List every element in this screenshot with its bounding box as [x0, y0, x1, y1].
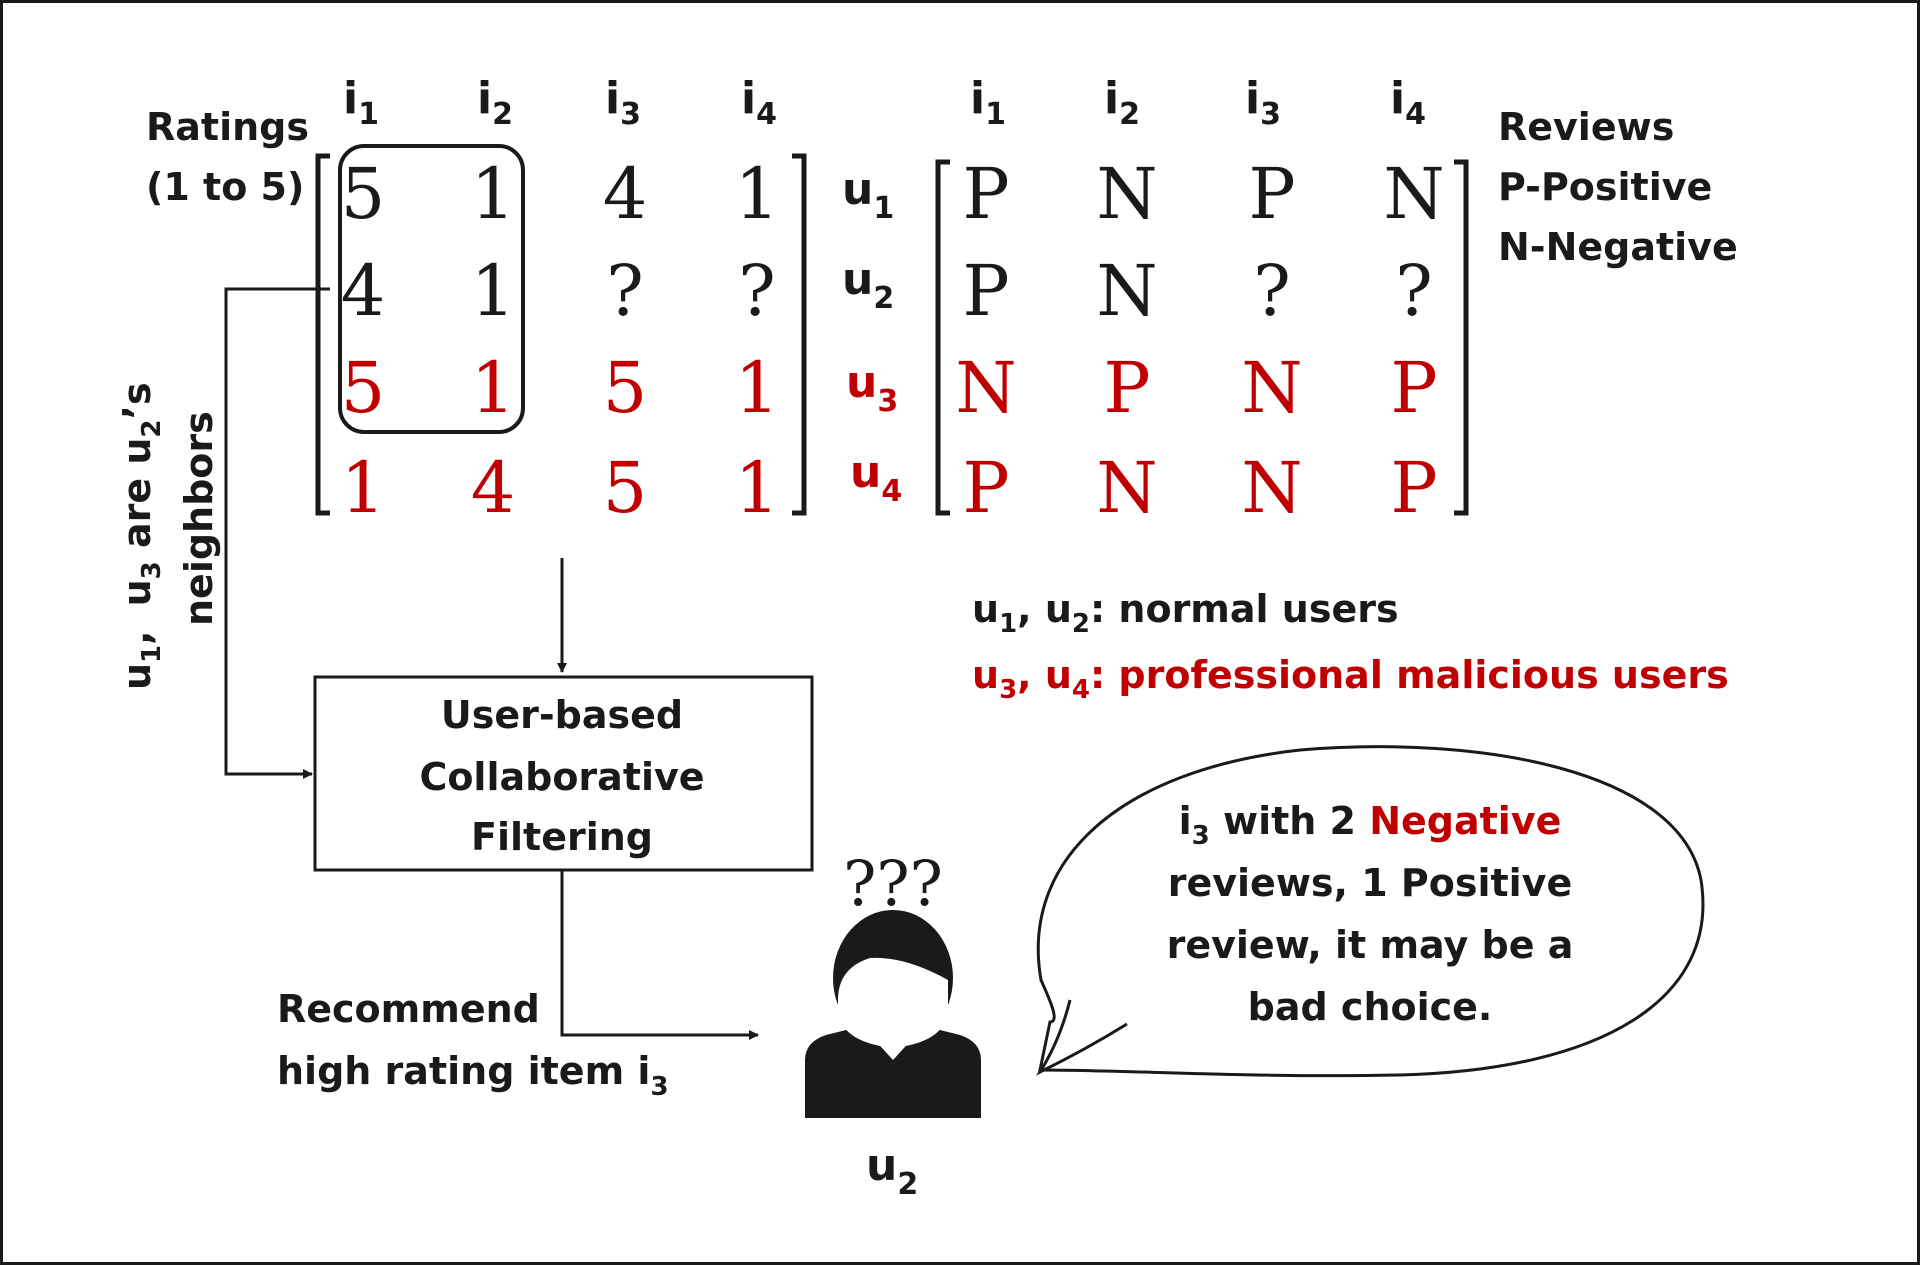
rating-cell: 1 [735, 347, 780, 429]
ratings-item-headers: i1 i2 i3 i4 [343, 73, 777, 132]
speech-bubble-tail-fill [1040, 1006, 1124, 1072]
reviews-item-headers: i1 i2 i3 i4 [970, 73, 1426, 132]
rating-cell: 4 [603, 153, 648, 235]
ratings-bracket-left [315, 153, 330, 516]
review-cell: P [962, 447, 1009, 529]
rating-cell: 1 [471, 153, 516, 235]
review-cell: ? [1253, 250, 1291, 332]
ratings-matrix: 5 1 4 1 4 1 ? ? 5 1 5 1 1 4 5 1 [341, 153, 780, 529]
ratings-item-header: i2 [477, 73, 513, 132]
review-cell: N [1096, 250, 1157, 332]
user-label: u2 [842, 254, 894, 316]
rating-cell: ? [738, 250, 776, 332]
user-label: u1 [842, 164, 894, 226]
neighbors-note: u1,u3 are u2’s neighbors [115, 382, 221, 690]
reviews-item-header: i4 [1390, 73, 1426, 132]
ratings-item-header: i4 [741, 73, 777, 132]
ratings-bracket-right [792, 153, 807, 516]
review-cell: P [1390, 447, 1437, 529]
reviews-legend-negative: N-Negative [1498, 225, 1738, 269]
speech-bubble-tail [1035, 999, 1128, 1076]
ratings-item-header: i3 [605, 73, 641, 132]
user-avatar-icon [805, 910, 981, 1118]
cf-box-line1: User-based [441, 693, 683, 737]
reviews-legend-title: Reviews [1498, 105, 1674, 149]
bubble-line1: i3 with 2 Negative [1179, 799, 1562, 851]
reviews-bracket-left [935, 159, 950, 516]
reviews-matrix: P N P N P N ? ? N P N P P N N P [955, 153, 1444, 529]
rating-cell: 1 [735, 153, 780, 235]
neighbors-connector-arrow [224, 287, 330, 779]
review-cell: ? [1395, 250, 1433, 332]
recommend-line2: high rating item i3 [277, 1049, 669, 1102]
reviews-legend-positive: P-Positive [1498, 165, 1712, 209]
ratings-label: Ratings [146, 105, 309, 149]
review-cell: N [955, 347, 1016, 429]
review-cell: P [1248, 153, 1295, 235]
target-user-label: u2 [866, 1140, 918, 1202]
bubble-line2: reviews, 1 Positive [1168, 861, 1572, 905]
rating-cell: 4 [341, 250, 386, 332]
review-cell: N [1241, 347, 1302, 429]
neighbor-highlight-box [338, 144, 525, 434]
review-cell: P [1390, 347, 1437, 429]
review-cell: N [1096, 153, 1157, 235]
recommend-line1: Recommend [277, 987, 540, 1031]
rating-cell: 4 [471, 447, 516, 529]
reviews-bracket-right [1454, 159, 1469, 516]
cf-box-line3: Filtering [471, 815, 653, 859]
rating-cell: 5 [341, 347, 386, 429]
user-label: u3 [846, 357, 898, 419]
neighbors-note-line1: u1,u3 are u2’s [115, 382, 167, 690]
rating-cell: ? [606, 250, 644, 332]
review-cell: P [962, 153, 1009, 235]
ratings-scale-label: (1 to 5) [146, 165, 304, 209]
cf-to-user-arrow [560, 870, 759, 1040]
rating-cell: 1 [735, 447, 780, 529]
review-cell: P [1103, 347, 1150, 429]
review-cell: P [962, 250, 1009, 332]
rating-cell: 5 [341, 153, 386, 235]
rating-cell: 5 [603, 347, 648, 429]
user-label: u4 [850, 447, 902, 509]
reviews-item-header: i2 [1104, 73, 1140, 132]
legend-normal-users: u1, u2: normal users [972, 587, 1399, 639]
review-cell: N [1096, 447, 1157, 529]
cf-box-line2: Collaborative [419, 755, 704, 799]
cf-box [313, 675, 814, 872]
user-row-labels: u1 u2 u3 u4 [842, 164, 902, 509]
legend-malicious-users: u3, u4: professional malicious users [972, 653, 1729, 705]
rating-cell: 5 [603, 447, 648, 529]
reviews-item-header: i1 [970, 73, 1006, 132]
ratings-item-header: i1 [343, 73, 379, 132]
rating-cell: 1 [341, 447, 386, 529]
speech-bubble [1036, 745, 1705, 1078]
review-cell: N [1383, 153, 1444, 235]
bubble-line3: review, it may be a [1167, 923, 1574, 967]
confused-question-marks: ??? [843, 847, 943, 920]
rating-cell: 1 [471, 250, 516, 332]
neighbors-note-line2: neighbors [177, 411, 221, 626]
bubble-line4: bad choice. [1248, 985, 1493, 1029]
rating-cell: 1 [471, 347, 516, 429]
reviews-item-header: i3 [1245, 73, 1281, 132]
review-cell: N [1241, 447, 1302, 529]
